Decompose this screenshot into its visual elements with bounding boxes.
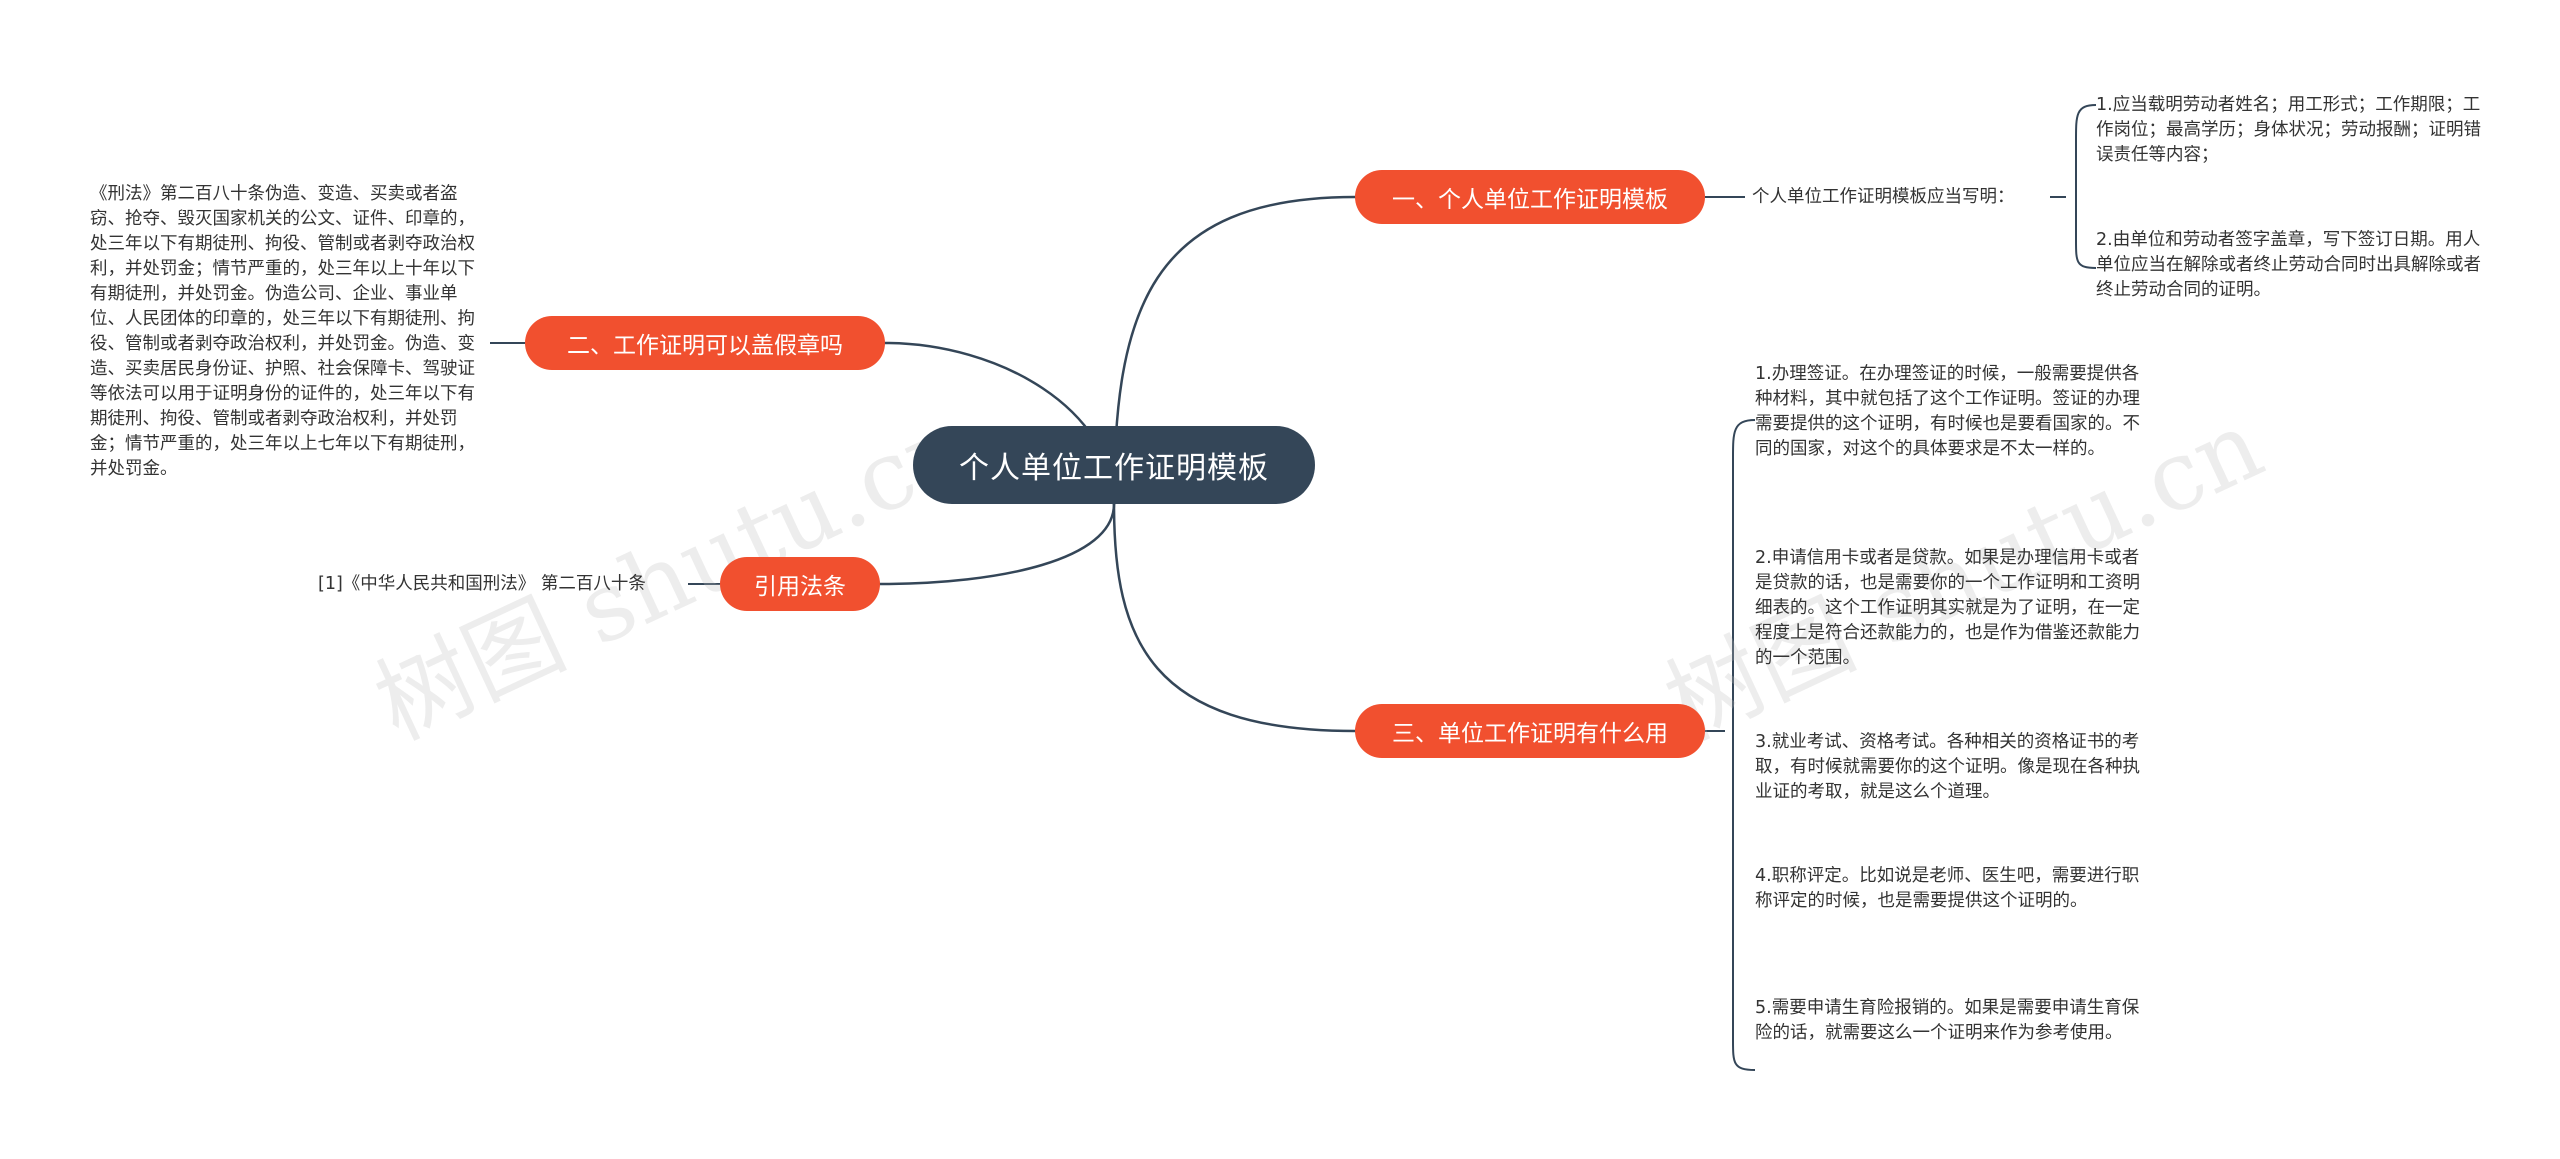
branch-node-b4[interactable]: 引用法条 <box>720 557 880 611</box>
b1-item-1: 1.应当载明劳动者姓名；用工形式；工作期限；工作岗位；最高学历；身体状况；劳动报… <box>2096 95 2481 165</box>
b1-item-2: 2.由单位和劳动者签字盖章，写下签订日期。用人单位应当在解除或者终止劳动合同时出… <box>2096 230 2481 300</box>
branch-node-b3[interactable]: 三、单位工作证明有什么用 <box>1355 704 1705 758</box>
b3-item-5: 5.需要申请生育险报销的。如果是需要申请生育保险的话，就需要这么一个证明来作为参… <box>1755 998 2140 1043</box>
b1-sub-label: 个人单位工作证明模板应当写明： <box>1752 187 2015 207</box>
branch-node-b2[interactable]: 二、工作证明可以盖假章吗 <box>525 316 885 370</box>
link-sub-items <box>2050 104 2097 269</box>
b4-text: [1]《中华人民共和国刑法》 第二百八十条 <box>318 574 646 594</box>
b3-item-4: 4.职称评定。比如说是老师、医生吧，需要进行职称评定的时候，也是需要提供这个证明… <box>1755 866 2140 911</box>
b3-item-2: 2.申请信用卡或者是贷款。如果是办理信用卡或者是贷款的话，也是需要你的一个工作证… <box>1755 548 2140 668</box>
b3-item-3: 3.就业考试、资格考试。各种相关的资格证书的考取，有时候就需要你的这个证明。像是… <box>1755 732 2140 802</box>
link-b3-items <box>1705 419 1756 1071</box>
b3-item-1: 1.办理签证。在办理签证的时候，一般需要提供各种材料，其中就包括了这个工作证明。… <box>1755 364 2140 459</box>
root-node[interactable]: 个人单位工作证明模板 <box>913 426 1315 504</box>
link-root-b4 <box>878 502 1116 586</box>
branch-node-b1[interactable]: 一、个人单位工作证明模板 <box>1355 170 1705 224</box>
b2-text: 《刑法》第二百八十条伪造、变造、买卖或者盗窃、抢夺、毁灭国家机关的公文、证件、印… <box>90 184 475 479</box>
link-root-b3 <box>1112 502 1357 733</box>
